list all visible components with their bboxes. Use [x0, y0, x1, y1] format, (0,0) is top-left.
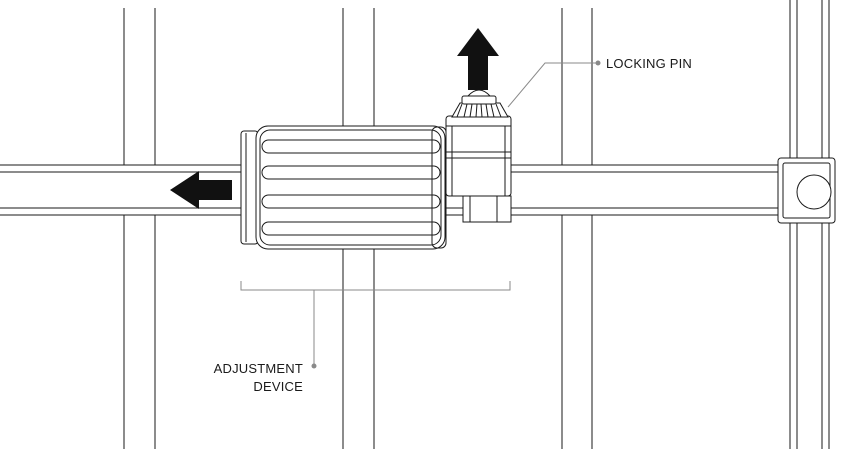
- adjustment-device-bracket: [240, 281, 511, 369]
- locking-pin-label: LOCKING PIN: [606, 56, 692, 71]
- adjustment-device-label-line1: ADJUSTMENT: [214, 361, 303, 376]
- locking-pin-housing: [445, 115, 512, 223]
- adjustment-device-label-line2: DEVICE: [253, 379, 303, 394]
- arrow-up-icon: [457, 28, 499, 90]
- locking-pin-knob: [451, 89, 509, 118]
- arrow-left-icon: [170, 171, 232, 209]
- knob-grip-grooves: [261, 139, 441, 236]
- locking-pin-leader: [507, 60, 601, 108]
- beam-end-clamp: [777, 157, 836, 224]
- vertical-rails: [123, 0, 830, 449]
- adjustment-knob: [240, 125, 447, 250]
